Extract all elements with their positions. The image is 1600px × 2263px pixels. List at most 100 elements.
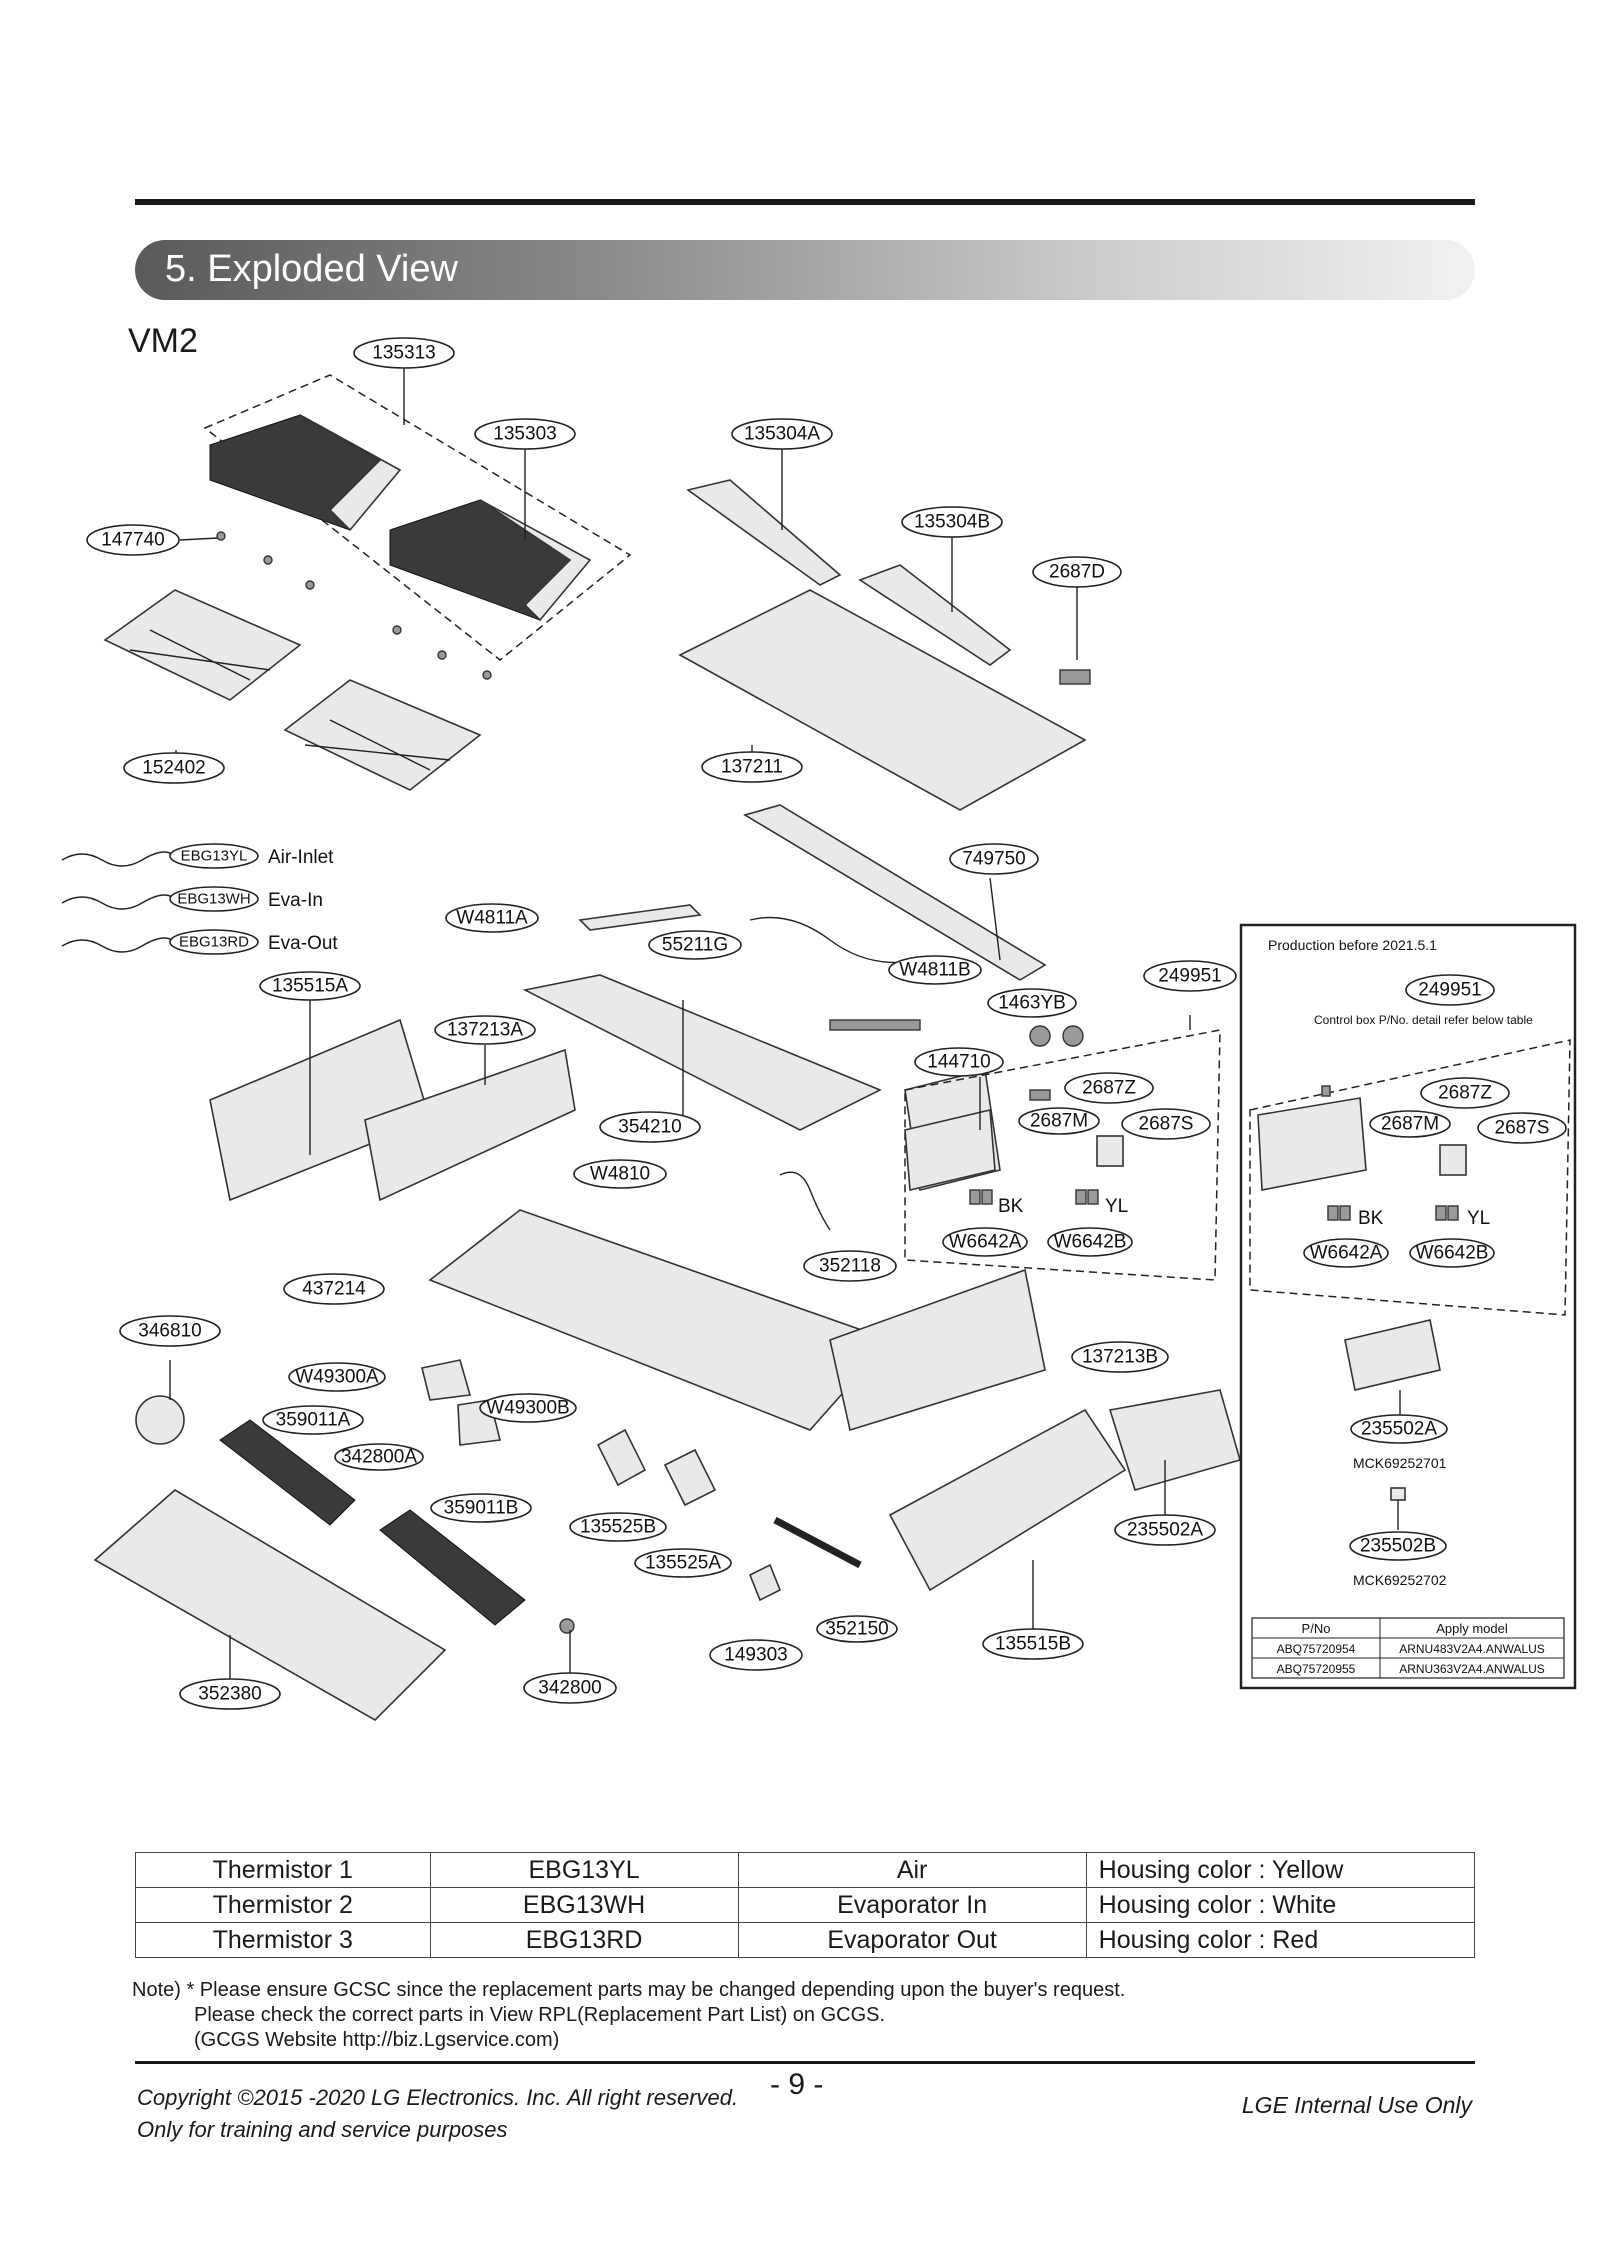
internal-use-label: LGE Internal Use Only xyxy=(1241,2092,1472,2118)
svg-text:EBG13YL: EBG13YL xyxy=(181,848,248,865)
svg-text:144710: 144710 xyxy=(927,1052,990,1073)
svg-text:EBG13WH: EBG13WH xyxy=(177,891,250,908)
callout-137211: 137211 xyxy=(701,751,803,783)
callout-W6642A: W6642A xyxy=(942,1227,1028,1257)
svg-text:346810: 346810 xyxy=(138,1321,201,1342)
table-cell: Thermistor 3 xyxy=(135,1922,431,1958)
svg-text:2687S: 2687S xyxy=(1139,1114,1194,1135)
callout-55211G: 55211G xyxy=(648,930,742,960)
table-cell: EBG13YL xyxy=(429,1852,739,1888)
svg-text:354210: 354210 xyxy=(618,1117,681,1138)
svg-text:W4810: W4810 xyxy=(590,1164,650,1185)
side-table-cell: ABQ75720954 xyxy=(1277,1642,1356,1656)
side-label-yl: YL xyxy=(1467,1208,1490,1229)
note-line-1: Note) * Please ensure GCSC since the rep… xyxy=(132,1979,1126,2001)
side-panel-control-box-note: Control box P/No. detail refer below tab… xyxy=(1314,1013,1533,1027)
svg-text:135303: 135303 xyxy=(493,424,556,445)
side-pn-235502A: MCK69252701 xyxy=(1353,1455,1447,1471)
side-panel-callouts: 2687Z 2687M 2687S W6642A W6642B xyxy=(1303,1077,1567,1268)
callout-135525B: 135525B xyxy=(569,1512,667,1542)
svg-text:2687M: 2687M xyxy=(1381,1114,1439,1135)
callout-135304A: 135304A xyxy=(731,418,833,450)
side-callout-W6642A: W6642A xyxy=(1303,1238,1389,1268)
svg-text:342800A: 342800A xyxy=(341,1447,417,1468)
svg-text:W49300B: W49300B xyxy=(486,1398,569,1419)
svg-text:W6642A: W6642A xyxy=(949,1232,1022,1253)
svg-text:352380: 352380 xyxy=(198,1684,261,1705)
side-table-cell: ABQ75720955 xyxy=(1277,1662,1356,1676)
svg-text:352150: 352150 xyxy=(825,1619,888,1640)
svg-text:2687D: 2687D xyxy=(1049,562,1105,583)
table-row: Thermistor 1 EBG13YL Air Housing color :… xyxy=(135,1852,1476,1888)
side-callout-2687S: 2687S xyxy=(1477,1112,1567,1144)
svg-text:342800: 342800 xyxy=(538,1678,601,1699)
note-line-2: Please check the correct parts in View R… xyxy=(194,2004,886,2026)
callout-144710: 144710 xyxy=(914,1047,1004,1077)
label-air-inlet: Air-Inlet xyxy=(268,847,334,868)
svg-text:137213B: 137213B xyxy=(1082,1347,1158,1368)
callout-2687S: 2687S xyxy=(1121,1108,1211,1140)
side-label-bk: BK xyxy=(1358,1208,1384,1229)
svg-text:135304B: 135304B xyxy=(914,512,990,533)
table-cell: Thermistor 1 xyxy=(135,1852,431,1888)
side-callout-235502A: 235502A xyxy=(1350,1414,1448,1444)
table-row: Thermistor 3 EBG13RD Evaporator Out Hous… xyxy=(135,1922,1476,1958)
section-header: 5. Exploded View xyxy=(135,240,1475,300)
svg-text:359011B: 359011B xyxy=(444,1498,519,1519)
svg-text:235502A: 235502A xyxy=(1361,1419,1437,1440)
callout-W4811B: W4811B xyxy=(888,955,982,985)
side-callout-W6642B: W6642B xyxy=(1409,1238,1495,1268)
callout-W49300A: W49300A xyxy=(288,1362,386,1392)
side-panel-callout-249951: 249951 xyxy=(1405,974,1495,1006)
copyright: Copyright ©2015 -2020 LG Electronics. In… xyxy=(137,2082,738,2146)
table-cell: Housing color : White xyxy=(1085,1887,1476,1923)
svg-text:W4811B: W4811B xyxy=(899,960,970,981)
callout-135525A: 135525A xyxy=(634,1548,732,1578)
exploded-view-diagram: 135313 135303 135304A 135304B 2687D 1477… xyxy=(61,337,1577,1721)
callout-354210: 354210 xyxy=(599,1111,701,1143)
table-cell: Air xyxy=(737,1852,1087,1888)
side-table-header-pno: P/No xyxy=(1302,1621,1331,1636)
side-panel-title: Production before 2021.5.1 xyxy=(1268,937,1437,953)
svg-text:2687S: 2687S xyxy=(1495,1118,1550,1139)
svg-text:135313: 135313 xyxy=(372,343,435,364)
svg-text:135515A: 135515A xyxy=(272,976,348,997)
callout-137213A: 137213A xyxy=(434,1015,536,1045)
section-title: 5. Exploded View xyxy=(165,248,458,290)
callout-749750: 749750 xyxy=(949,843,1039,875)
svg-text:135525A: 135525A xyxy=(645,1553,721,1574)
side-callout-2687M: 2687M xyxy=(1369,1110,1451,1138)
svg-text:135525B: 135525B xyxy=(580,1517,656,1538)
callout-352380: 352380 xyxy=(179,1678,281,1710)
copyright-line-1: Copyright ©2015 -2020 LG Electronics. In… xyxy=(137,2085,739,2110)
callout-342800: 342800 xyxy=(523,1672,617,1704)
callout-359011A: 359011A xyxy=(262,1405,364,1435)
callout-W49300B: W49300B xyxy=(479,1393,577,1423)
callout-342800A: 342800A xyxy=(334,1443,424,1471)
callout-346810: 346810 xyxy=(119,1315,221,1347)
side-panel-frame xyxy=(1239,923,1577,1690)
top-cover-group xyxy=(678,479,1091,811)
table-cell: Housing color : Red xyxy=(1085,1922,1476,1958)
table-cell: EBG13WH xyxy=(429,1887,739,1923)
side-pn-235502B: MCK69252702 xyxy=(1353,1572,1447,1588)
table-cell: Evaporator Out xyxy=(737,1922,1087,1958)
table-cell: EBG13RD xyxy=(429,1922,739,1958)
callout-135515B: 135515B xyxy=(982,1628,1084,1660)
svg-text:249951: 249951 xyxy=(1418,980,1481,1001)
svg-text:235502A: 235502A xyxy=(1127,1520,1203,1541)
side-control-box xyxy=(1257,1085,1467,1221)
svg-text:W6642B: W6642B xyxy=(1416,1243,1489,1264)
callout-135515A: 135515A xyxy=(259,971,361,1001)
svg-text:EBG13RD: EBG13RD xyxy=(179,934,249,951)
label-yl-main: YL xyxy=(1105,1196,1128,1217)
control-box-main xyxy=(904,1089,1124,1205)
svg-text:149303: 149303 xyxy=(724,1645,787,1666)
callout-2687M: 2687M xyxy=(1018,1107,1100,1135)
side-table-cell: ARNU363V2A4.ANWALUS xyxy=(1399,1662,1545,1676)
label-bk-main: BK xyxy=(998,1196,1024,1217)
svg-text:2687M: 2687M xyxy=(1030,1111,1088,1132)
callout-W4810: W4810 xyxy=(573,1159,667,1189)
front-grille-group xyxy=(203,374,632,680)
thermistor-wires xyxy=(61,851,173,953)
